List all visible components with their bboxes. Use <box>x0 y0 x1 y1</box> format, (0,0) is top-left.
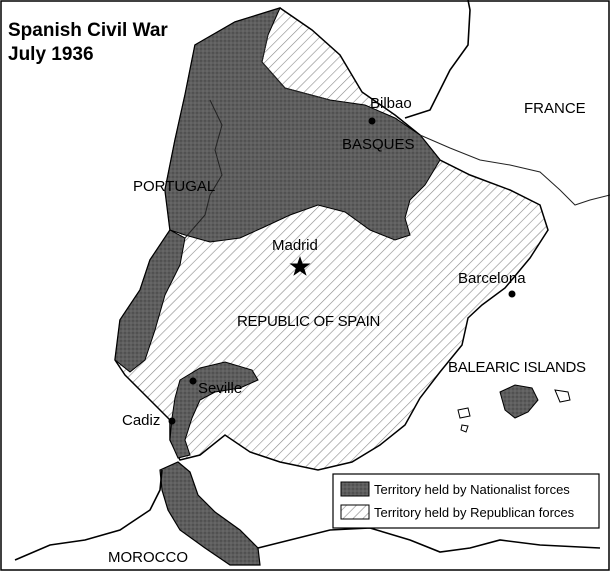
seville-dot-icon <box>189 377 197 385</box>
africa-coast-east <box>257 527 601 553</box>
label-bilbao: Bilbao <box>370 95 412 112</box>
nationalist-territory-portugal-south <box>114 229 186 373</box>
label-barcelona: Barcelona <box>458 270 526 287</box>
legend-republican-label: Territory held by Republican forces <box>374 505 575 520</box>
basque-border <box>261 34 331 101</box>
barcelona-dot-icon <box>508 290 516 298</box>
legend-nationalist-swatch <box>340 481 370 497</box>
portugal-border <box>184 99 223 239</box>
africa-coast <box>14 469 163 561</box>
legend-nationalist-label: Territory held by Nationalist forces <box>374 482 570 497</box>
balearic-mallorca <box>499 384 539 419</box>
label-balearic: BALEARIC ISLANDS <box>448 359 586 376</box>
label-cadiz: Cadiz <box>122 412 160 429</box>
label-morocco: MOROCCO <box>108 549 188 566</box>
cadiz-dot-icon <box>168 417 176 425</box>
label-madrid: Madrid <box>272 237 318 254</box>
nationalist-territory-morocco <box>159 461 261 566</box>
title-line2: July 1936 <box>8 44 94 65</box>
legend: Territory held by Nationalist forces Ter… <box>332 473 600 529</box>
label-republic: REPUBLIC OF SPAIN <box>237 313 380 330</box>
nationalist-territory-seville <box>169 361 259 459</box>
title-line1: Spanish Civil War <box>8 20 168 41</box>
balearic-ibiza <box>457 407 471 419</box>
legend-box <box>332 473 600 529</box>
balearic-menorca <box>554 389 571 403</box>
madrid-star-icon <box>289 256 311 276</box>
balearic-formentera <box>460 424 469 433</box>
label-seville: Seville <box>198 380 242 397</box>
label-portugal: PORTUGAL <box>133 178 215 195</box>
label-basques: BASQUES <box>342 136 415 153</box>
label-france: FRANCE <box>524 100 586 117</box>
bilbao-dot-icon <box>368 117 376 125</box>
legend-republican-swatch <box>340 504 370 520</box>
france-coast <box>404 0 471 119</box>
france-border <box>419 134 610 206</box>
